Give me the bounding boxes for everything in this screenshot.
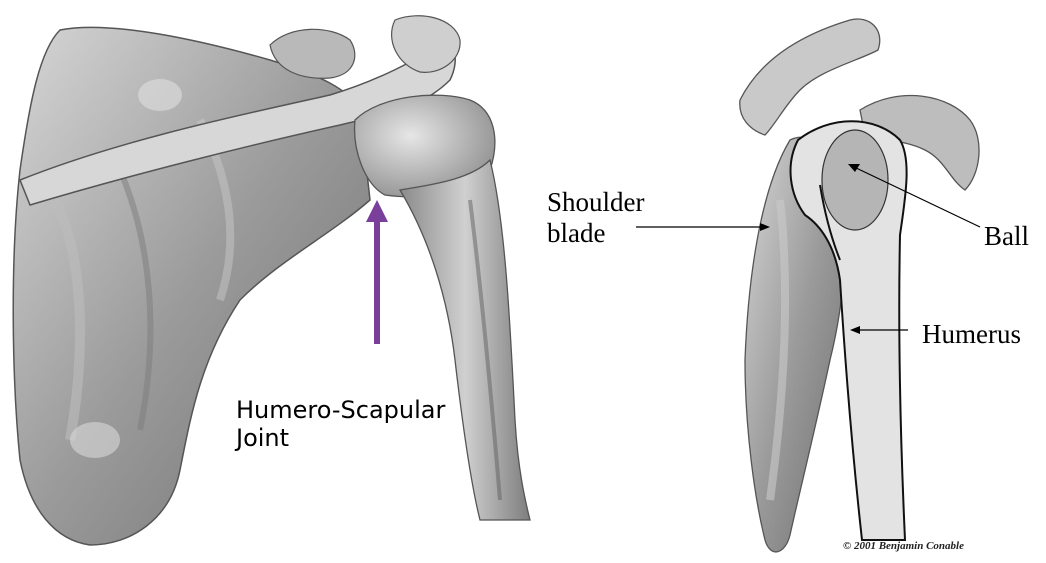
right-shoulder-illustration bbox=[636, 19, 980, 552]
ball-label: Ball bbox=[984, 221, 1029, 252]
joint-label-line2: Joint bbox=[236, 425, 445, 453]
acromion-right bbox=[740, 19, 880, 135]
shoulder-blade-label: Shoulder blade bbox=[547, 187, 645, 249]
joint-arrow-head bbox=[366, 200, 388, 222]
copyright-credit: © 2001 Benjamin Conable bbox=[843, 540, 964, 552]
shoulder-blade-label-line1: Shoulder bbox=[547, 187, 645, 218]
shoulder-blade-label-line2: blade bbox=[547, 218, 645, 249]
humerus-shaft-left bbox=[400, 160, 530, 520]
joint-label: Humero-Scapular Joint bbox=[236, 397, 445, 452]
left-shoulder-illustration bbox=[13, 16, 530, 545]
humeral-ball-right bbox=[822, 130, 888, 230]
humerus-label: Humerus bbox=[922, 319, 1021, 350]
joint-label-line1: Humero-Scapular bbox=[236, 397, 445, 425]
